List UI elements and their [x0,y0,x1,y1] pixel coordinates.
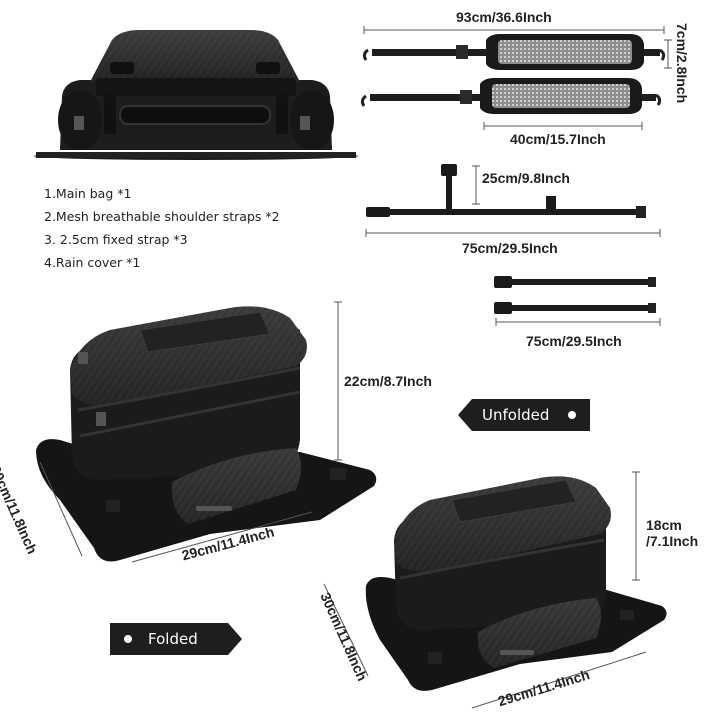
pad-length-label: 40cm/15.7Inch [510,131,606,147]
strap-total-length-label: 93cm/36.6Inch [456,9,552,25]
unfolded-tag-label: Unfolded [482,406,550,424]
bag-unfolded [36,306,377,562]
fixed-strap-length-label: 75cm/29.5Inch [462,240,558,256]
item-shoulder-straps: 2.Mesh breathable shoulder straps *2 [44,209,280,224]
folded-height-label-line1: 18cm [646,517,682,533]
fixed-strap-short-1 [494,276,656,288]
shoulder-strap-2 [360,78,662,114]
bag-folded [365,476,667,691]
fixed-strap-short-2 [494,302,656,314]
strap-width-label: 7cm/2.8Inch [674,23,690,104]
short-strap-length-label: 75cm/29.5Inch [526,333,622,349]
folded-tag: Folded [110,623,242,655]
unfolded-height-label: 22cm/8.7Inch [344,373,432,389]
shoulder-strap-1 [362,34,666,70]
item-rain-cover: 4.Rain cover *1 [44,255,141,270]
folded-tag-dot-icon [124,635,132,643]
bag-rear-view [34,30,358,160]
fixed-strap-branch-label: 25cm/9.8Inch [482,170,570,186]
fixed-strap-t [366,164,646,218]
dimension-lines [39,26,672,709]
item-main-bag: 1.Main bag *1 [44,186,132,201]
unfolded-tag-dot-icon [568,411,576,419]
unfolded-tag: Unfolded [458,399,590,431]
folded-tag-label: Folded [148,630,198,648]
folded-height-label-line2: /7.1Inch [646,533,699,549]
item-fixed-strap: 3. 2.5cm fixed strap *3 [44,232,188,247]
